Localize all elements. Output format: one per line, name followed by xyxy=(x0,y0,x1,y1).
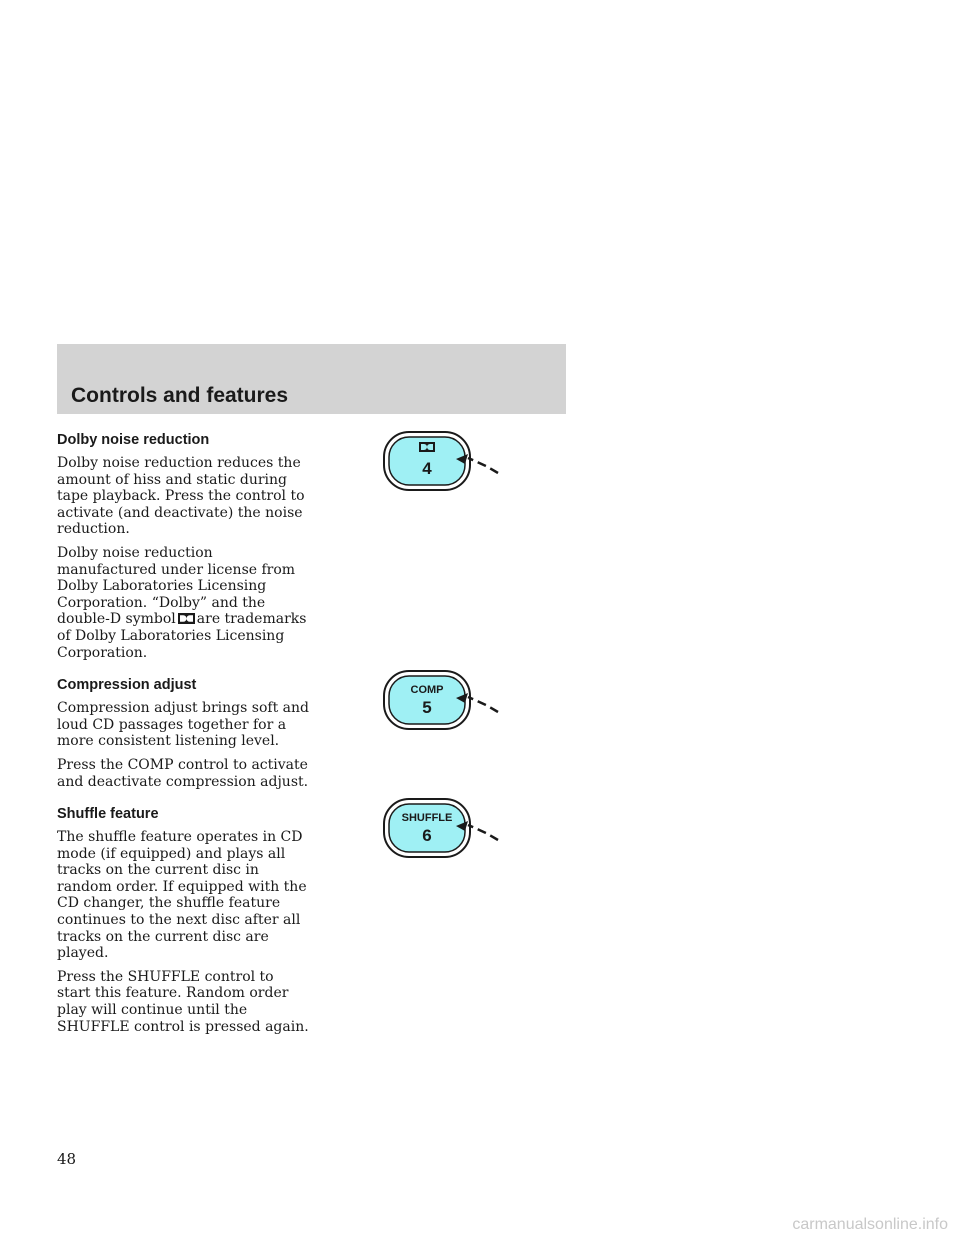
section-compression: Compression adjust Compression adjust br… xyxy=(57,677,309,790)
dolby-double-d-icon xyxy=(177,613,195,625)
section-dolby: Dolby noise reduction Dolby noise reduct… xyxy=(57,432,309,661)
heading-compression: Compression adjust xyxy=(57,677,197,694)
section-shuffle: Shuffle feature The shuffle feature oper… xyxy=(57,806,309,1035)
button-number: 6 xyxy=(422,826,431,845)
button-label: SHUFFLE xyxy=(402,812,453,824)
button-number: 4 xyxy=(422,459,432,478)
comp-button-illustration: COMP 5 xyxy=(383,670,499,730)
trademark-text-before: Dolby noise reduction manufactured under… xyxy=(57,544,296,628)
heading-shuffle: Shuffle feature xyxy=(57,806,159,823)
heading-dolby: Dolby noise reduction xyxy=(57,432,210,448)
paragraph: Press the SHUFFLE control to start this … xyxy=(57,968,309,1035)
page-number: 48 xyxy=(57,1150,77,1168)
dolby-button-illustration: 4 xyxy=(383,431,499,491)
section-title: Controls and features xyxy=(71,384,289,407)
paragraph: Compression adjust brings soft and loud … xyxy=(57,700,309,750)
button-number: 5 xyxy=(422,698,431,717)
paragraph: Dolby noise reduction reduces the amount… xyxy=(57,455,305,538)
shuffle-button-illustration: SHUFFLE 6 xyxy=(383,798,499,858)
paragraph: Press the COMP control to activate and d… xyxy=(57,756,309,790)
content-column: Dolby noise reduction Dolby noise reduct… xyxy=(57,432,309,1051)
paragraph: The shuffle feature operates in CD mode … xyxy=(57,829,307,962)
trademark-text-after: are trademarks of Dolby Laboratories Lic… xyxy=(57,611,307,661)
trademark-paragraph: Dolby noise reduction manufactured under… xyxy=(57,545,309,661)
button-label: COMP xyxy=(411,684,444,696)
dolby-double-d-icon xyxy=(419,442,435,452)
section-header-band: Controls and features xyxy=(57,344,566,414)
watermark: carmanualsonline.info xyxy=(792,1216,948,1233)
